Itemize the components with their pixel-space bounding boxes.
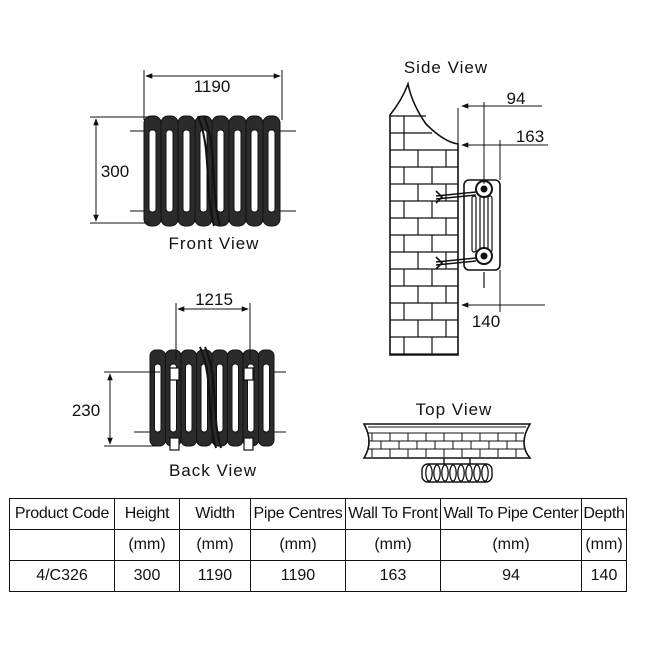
side-pipe-label: 94	[507, 89, 526, 108]
unit-product-code	[9, 529, 115, 561]
top-wall-bricks	[368, 426, 526, 457]
side-radiator-illustration	[435, 179, 501, 288]
cell-width: 1190	[179, 560, 251, 592]
unit-wall-to-pipe-center: (mm)	[440, 529, 582, 561]
header-wall-to-front: Wall To Front	[345, 498, 441, 530]
unit-depth: (mm)	[581, 529, 627, 561]
front-view: 1190 300 Front View	[90, 70, 296, 253]
table-header-row: Product Code Height Width Pipe Centres W…	[9, 498, 627, 530]
unit-pipe-centres: (mm)	[250, 529, 346, 561]
table-row: 4/C326 300 1190 1190 163 94 140	[9, 560, 627, 592]
front-view-title: Front View	[169, 234, 260, 253]
unit-height: (mm)	[114, 529, 180, 561]
front-radiator-illustration	[130, 115, 296, 227]
side-wall-bricks	[390, 115, 458, 355]
side-wall-outline	[389, 81, 459, 356]
back-height-label: 230	[72, 401, 100, 420]
header-product-code: Product Code	[9, 498, 115, 530]
header-depth: Depth	[581, 498, 627, 530]
side-depth-label: 140	[472, 312, 500, 331]
cell-wall-to-front: 163	[345, 560, 441, 592]
unit-wall-to-front: (mm)	[345, 529, 441, 561]
specification-table: Product Code Height Width Pipe Centres W…	[9, 498, 627, 592]
back-view-title: Back View	[169, 461, 257, 480]
back-view: 1215 230 Back View	[72, 290, 286, 480]
front-height-label: 300	[101, 162, 129, 181]
cell-depth: 140	[581, 560, 627, 592]
top-view: Top View	[362, 400, 532, 483]
side-view-title: Side View	[404, 58, 488, 77]
cell-product-code: 4/C326	[9, 560, 115, 592]
back-radiator-illustration	[134, 346, 286, 451]
cell-height: 300	[114, 560, 180, 592]
technical-drawing: 1190 300 Front View 1215 230 Back View S…	[72, 58, 548, 483]
cell-pipe-centres: 1190	[250, 560, 346, 592]
side-front-label: 163	[516, 127, 544, 146]
table-units-row: (mm) (mm) (mm) (mm) (mm) (mm)	[9, 529, 627, 561]
header-height: Height	[114, 498, 180, 530]
header-width: Width	[179, 498, 251, 530]
top-radiator-illustration	[421, 463, 493, 483]
unit-width: (mm)	[179, 529, 251, 561]
front-width-label: 1190	[194, 77, 231, 96]
header-wall-to-pipe-center: Wall To Pipe Center	[440, 498, 582, 530]
side-view: Side View 94	[389, 58, 548, 356]
top-view-title: Top View	[416, 400, 493, 419]
cell-wall-to-pipe-center: 94	[440, 560, 582, 592]
back-width-label: 1215	[195, 290, 233, 309]
header-pipe-centres: Pipe Centres	[250, 498, 346, 530]
